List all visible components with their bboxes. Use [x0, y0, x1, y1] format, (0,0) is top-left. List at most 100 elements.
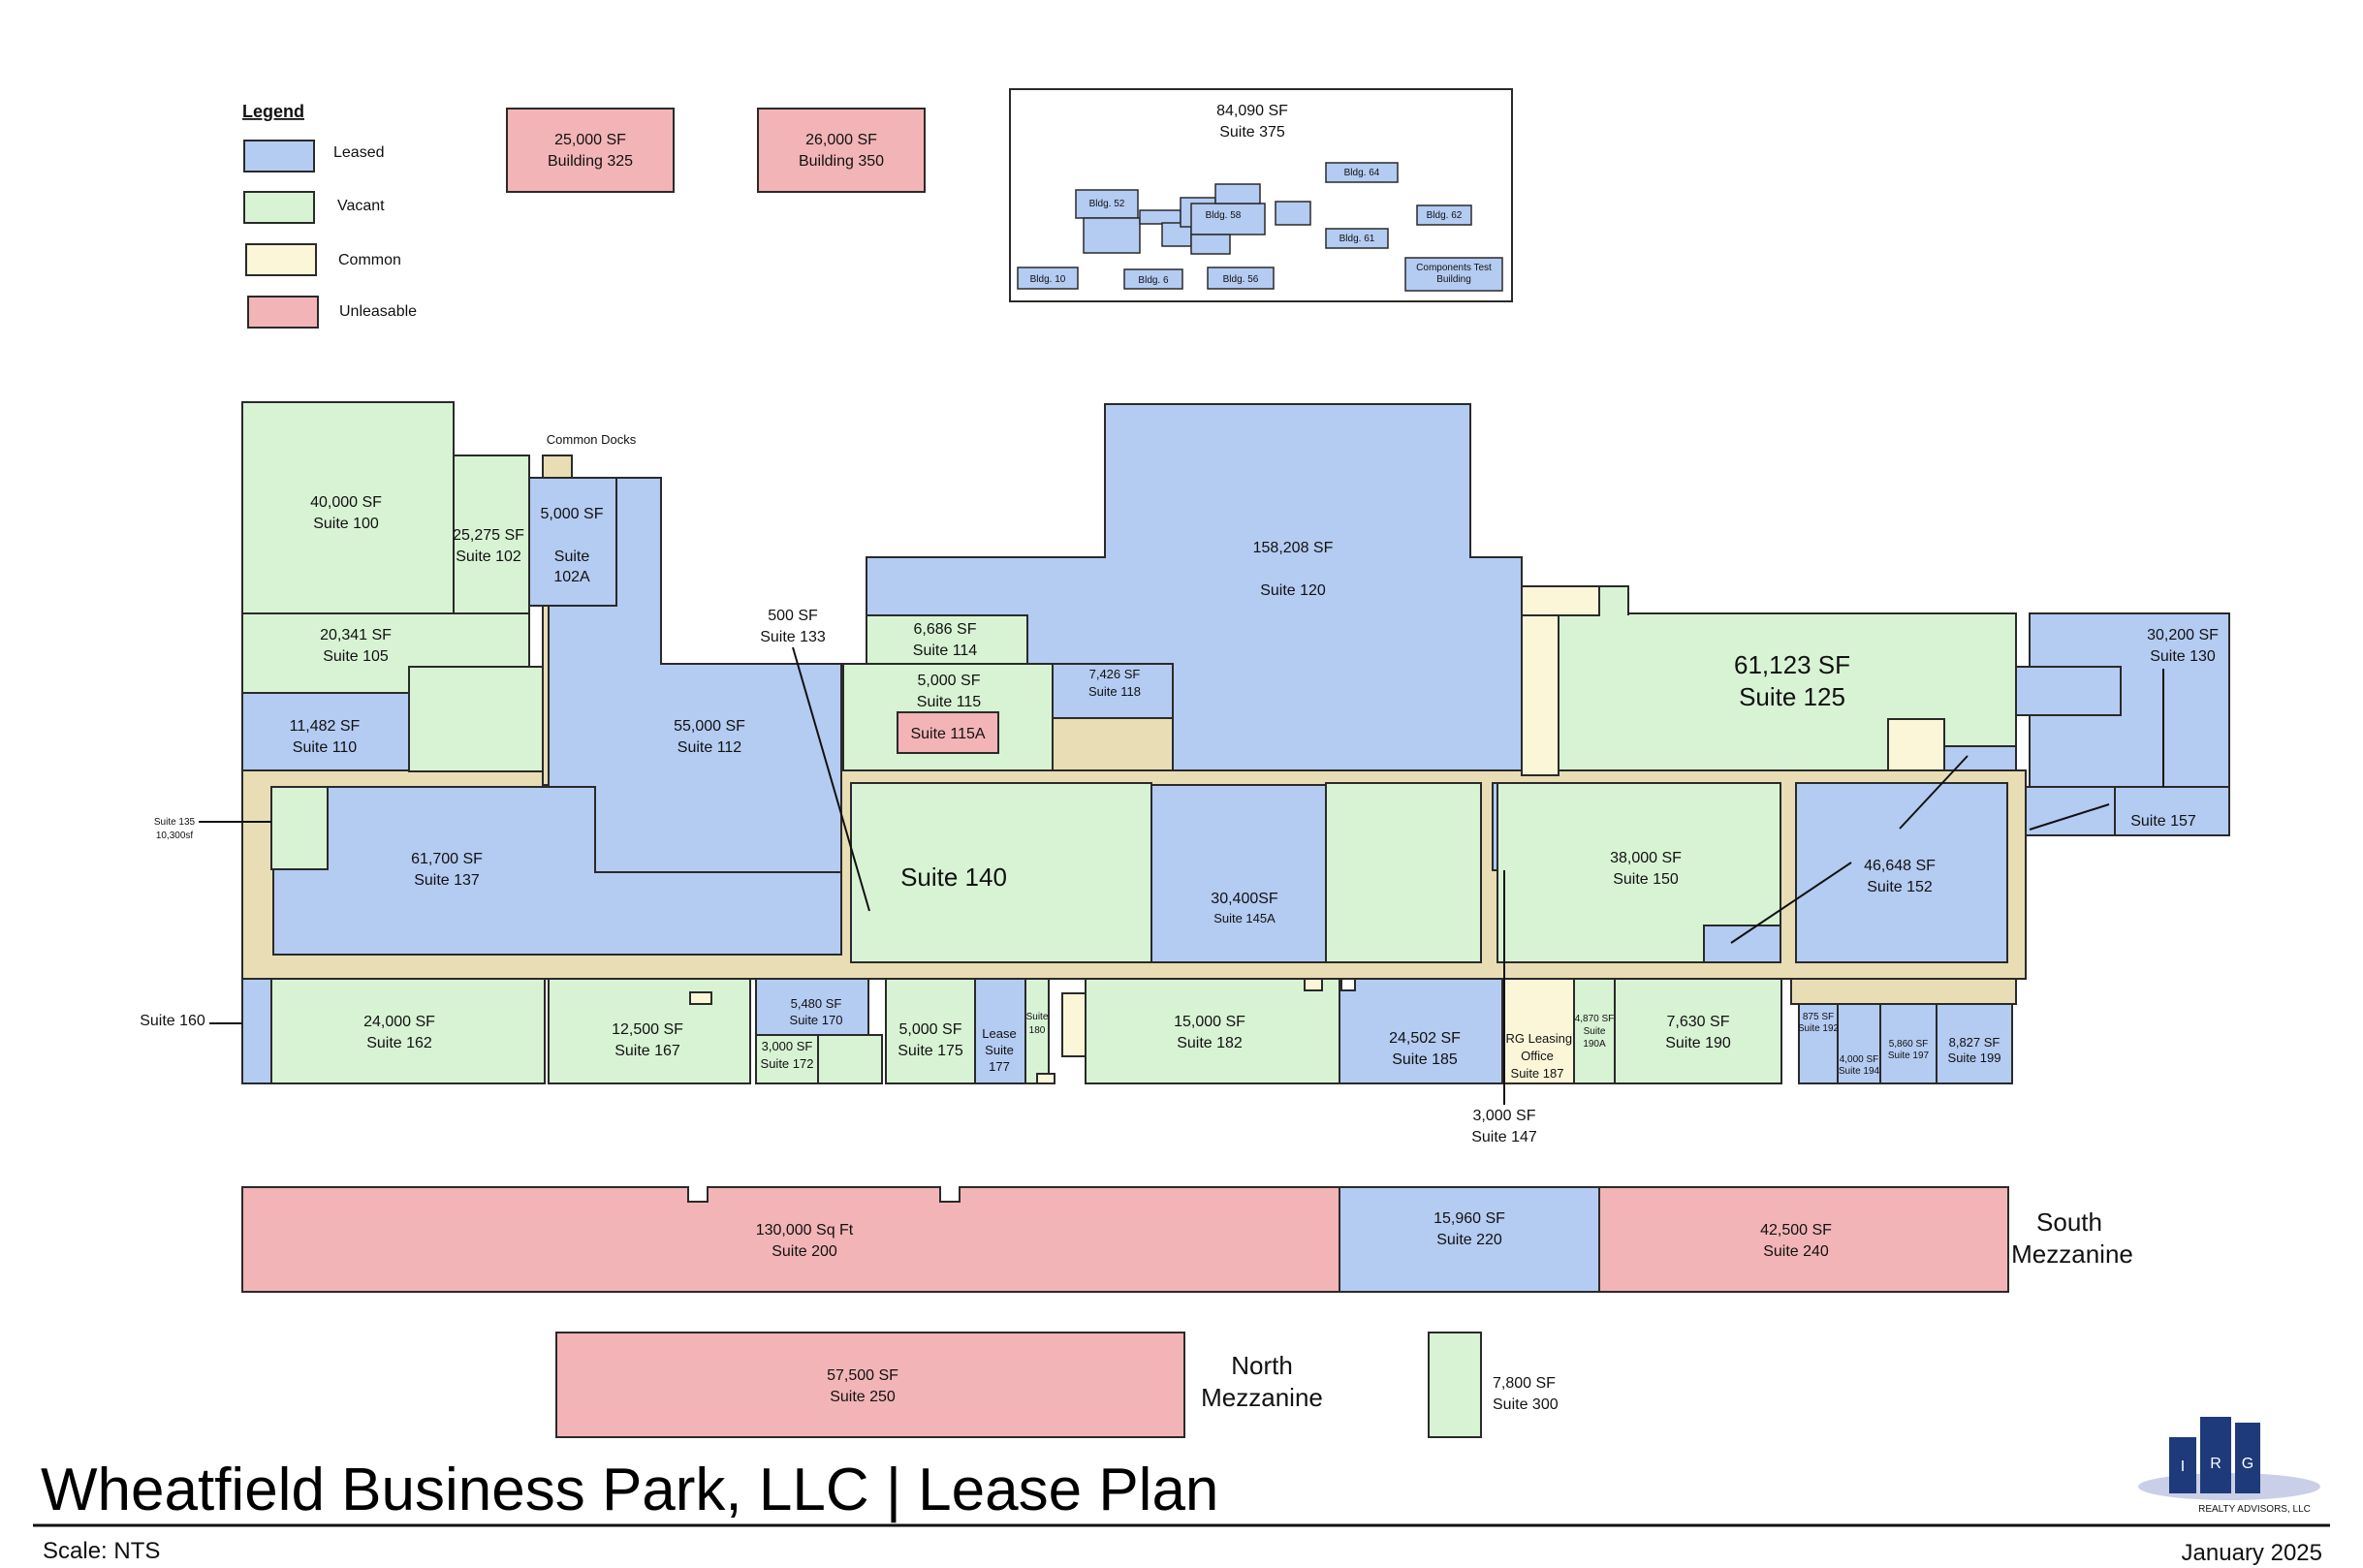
main-building [241, 401, 2230, 1084]
suite-200-name: Suite 200 [772, 1243, 837, 1260]
suite-250-sf: 57,500 SF [827, 1367, 898, 1384]
suite-172-ext[interactable] [817, 1034, 883, 1084]
suite-102a-name2: 102A [553, 569, 590, 585]
suite-199-name: Suite 199 [1948, 1051, 2001, 1065]
suite-145a-sf: 30,400SF [1211, 891, 1278, 907]
suite-105-name: Suite 105 [323, 648, 389, 665]
callout-line-suite-133 [792, 646, 870, 912]
suite-194-name: Suite 194 [1839, 1066, 1880, 1077]
suite-115a-name: Suite 115A [910, 726, 985, 742]
suite-190a-sf: 4,870 SF [1575, 1014, 1615, 1024]
building-350[interactable]: 26,000 SF Building 350 [757, 108, 926, 193]
suite-137-sf: 61,700 SF [411, 851, 483, 867]
inset-block-d [1190, 234, 1231, 255]
suite-187[interactable] [1501, 978, 1575, 1084]
inset-bldg-52-wing [1083, 217, 1141, 254]
suite-185[interactable] [1339, 978, 1503, 1084]
suite-187-line2: Office [1521, 1049, 1554, 1063]
suite-182-sf: 15,000 SF [1174, 1014, 1245, 1030]
suite-130-wing[interactable] [2015, 666, 2122, 716]
suite-182-name: Suite 182 [1177, 1035, 1243, 1051]
legend-swatch-vacant [243, 191, 315, 224]
building-325-name: Building 325 [548, 153, 633, 170]
suite-240[interactable] [1598, 1186, 2009, 1293]
suite-170[interactable] [755, 978, 869, 1036]
suite-177-line2: Suite [985, 1043, 1014, 1057]
suite-220[interactable] [1339, 1186, 1600, 1293]
building-325[interactable]: 25,000 SF Building 325 [506, 108, 675, 193]
inset-label-bldg-62: Bldg. 62 [1427, 210, 1463, 221]
inset-label-bldg-64: Bldg. 64 [1344, 168, 1380, 178]
suite-145a-name: Suite 145A [1213, 911, 1276, 925]
suite-172-sf: 3,000 SF [762, 1039, 813, 1053]
suite-240-sf: 42,500 SF [1760, 1222, 1832, 1239]
suite-157-ext[interactable] [2025, 786, 2116, 836]
suite-125-name: Suite 125 [1739, 682, 1845, 711]
suite-157-name: Suite 157 [2130, 813, 2196, 830]
suite-180[interactable] [1024, 978, 1050, 1084]
suite-182[interactable] [1085, 978, 1340, 1084]
suite-105-sf: 20,341 SF [320, 627, 392, 643]
common-area-125-top [1521, 585, 1600, 616]
inset-components-test-building [1404, 257, 1503, 292]
suite-190a-line3: 190A [1583, 1039, 1606, 1050]
suite-300-name: Suite 300 [1493, 1396, 1559, 1413]
door-mark [689, 991, 712, 1005]
suite-192[interactable] [1798, 1003, 1839, 1084]
south-mezzanine [241, 1186, 2009, 1293]
suite-162[interactable] [270, 978, 546, 1084]
suite-135-sf: 10,300sf [156, 831, 194, 841]
suite-137[interactable] [272, 786, 842, 956]
suite-102a[interactable] [528, 477, 617, 607]
suite-152-annex[interactable] [1703, 925, 1781, 963]
suite-137-name: Suite 137 [414, 872, 480, 889]
suite-115-sf: 5,000 SF [918, 673, 981, 689]
suite-145-vacant[interactable] [1325, 782, 1482, 963]
suite-145a[interactable] [1150, 784, 1327, 963]
legend-label-leased: Leased [333, 144, 385, 161]
suite-175-name: Suite 175 [898, 1043, 963, 1059]
suite-118-name: Suite 118 [1088, 684, 1141, 699]
suite-100[interactable] [241, 401, 455, 614]
inset-bldg-61 [1325, 228, 1389, 249]
north-mezzanine-label-2: Mezzanine [1201, 1383, 1323, 1412]
legend-swatch-common [245, 243, 317, 276]
inset-connector [1139, 209, 1182, 225]
suite-140[interactable] [850, 782, 1152, 963]
suite-135[interactable] [270, 786, 329, 870]
inset-label-bldg-10: Bldg. 10 [1030, 274, 1066, 285]
suite-185-name: Suite 185 [1392, 1051, 1458, 1068]
suite-172-name: Suite 172 [761, 1056, 814, 1071]
site-inset-suite-375[interactable]: 84,090 SF Suite 375 Bldg. 52 Bldg. 58 Bl… [1009, 88, 1513, 302]
suite-112-sf: 55,000 SF [674, 718, 745, 735]
callout-line-suite-152-a [1730, 862, 1852, 944]
suite-112-name: Suite 112 [677, 739, 742, 756]
suite-114[interactable] [866, 614, 1028, 665]
suite-300[interactable] [1428, 1332, 1482, 1438]
date-label: January 2025 [2182, 1540, 2322, 1566]
suite-115a[interactable] [897, 711, 999, 754]
suite-250[interactable] [555, 1332, 1185, 1438]
suite-167[interactable] [548, 978, 751, 1084]
south-mezzanine-label-1: South [2036, 1207, 2102, 1237]
inset-label-bldg-61: Bldg. 61 [1339, 234, 1375, 244]
suite-160[interactable] [241, 978, 272, 1084]
suite-105-ext[interactable] [408, 666, 544, 772]
suite-199[interactable] [1936, 1003, 2013, 1084]
inset-bldg-56 [1207, 267, 1275, 290]
suite-197[interactable] [1879, 1003, 1938, 1084]
page-title: Wheatfield Business Park, LLC | Lease Pl… [41, 1457, 1218, 1523]
suite-197-sf: 5,860 SF [1889, 1039, 1929, 1050]
suite-110[interactable] [241, 692, 410, 771]
inset-label-bldg-56: Bldg. 56 [1223, 274, 1259, 285]
suite-135-name: Suite 135 [154, 817, 196, 828]
door-mark [1036, 1073, 1055, 1084]
suite-200[interactable] [241, 1186, 1340, 1293]
suite-190a[interactable] [1573, 978, 1616, 1084]
building-350-name: Building 350 [799, 153, 884, 170]
suite-120[interactable] [866, 403, 1523, 771]
suite-160-name: Suite 160 [140, 1013, 205, 1029]
suite-190[interactable] [1614, 978, 1782, 1084]
suite-152[interactable] [1795, 782, 2008, 963]
